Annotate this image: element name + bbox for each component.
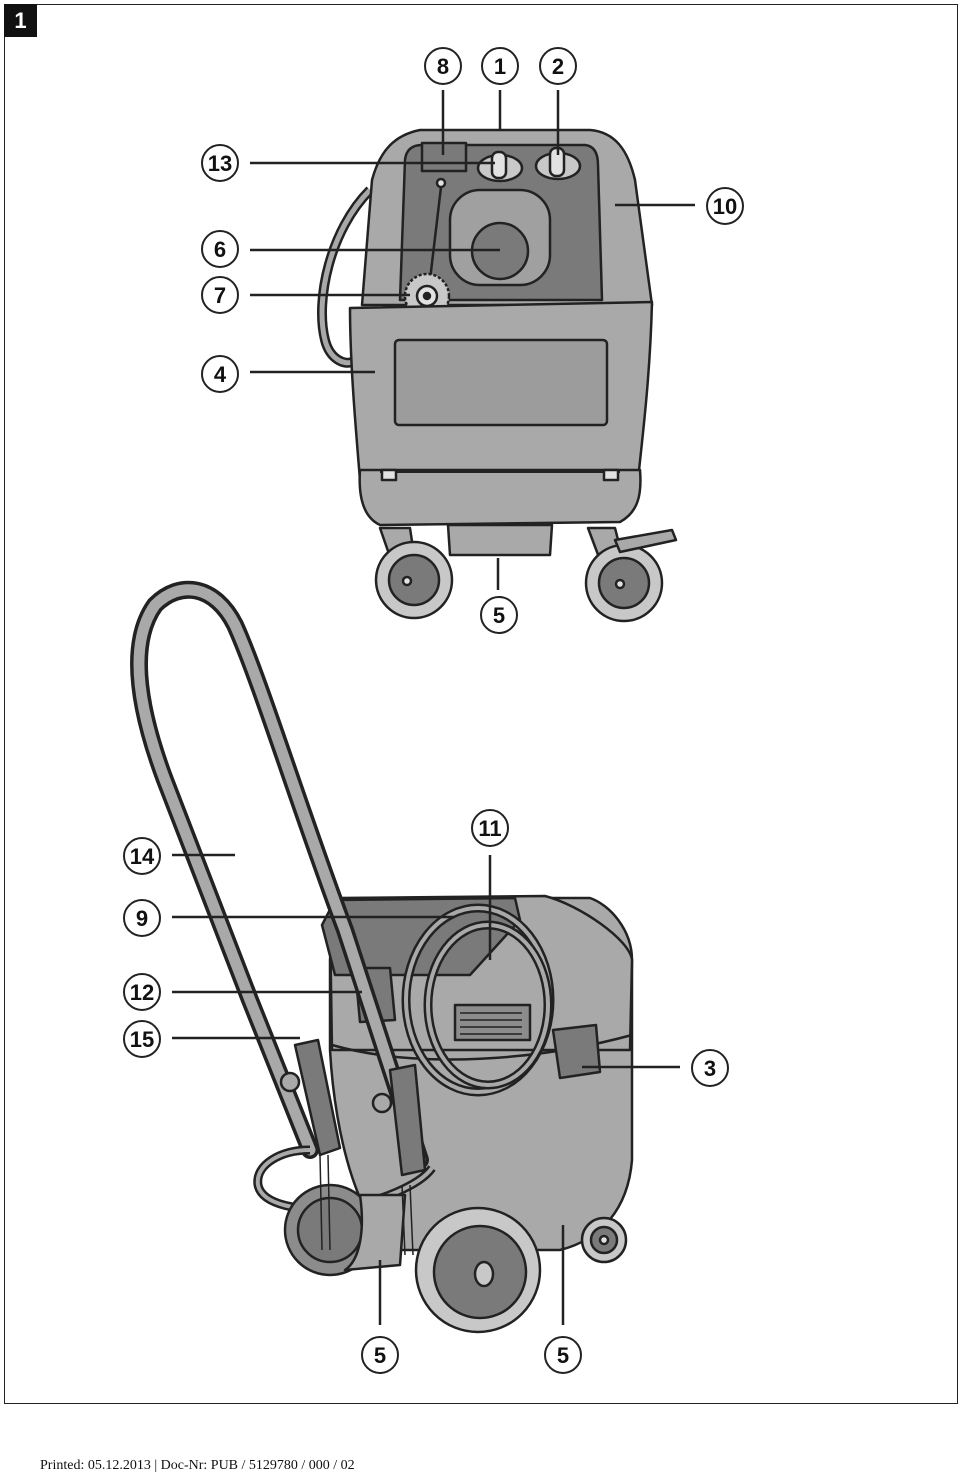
callout-14: 14	[123, 837, 161, 875]
callout-4: 4	[201, 355, 239, 393]
carry-handle-3	[551, 1023, 602, 1080]
svg-text:4: 4	[214, 362, 227, 387]
svg-text:7: 7	[214, 283, 226, 308]
svg-text:13: 13	[208, 151, 232, 176]
svg-text:11: 11	[478, 816, 501, 841]
callout-5-right: 5	[544, 1336, 582, 1374]
svg-text:5: 5	[557, 1343, 569, 1368]
svg-text:15: 15	[130, 1027, 154, 1052]
callout-1: 1	[481, 47, 519, 85]
callout-6: 6	[201, 230, 239, 268]
figure-frame	[4, 4, 958, 1404]
container-window	[393, 338, 609, 427]
print-footer: Printed: 05.12.2013 | Doc-Nr: PUB / 5129…	[40, 1458, 355, 1473]
svg-text:9: 9	[136, 906, 148, 931]
svg-text:12: 12	[130, 980, 154, 1005]
leader-lines	[172, 90, 695, 1325]
callout-2: 2	[539, 47, 577, 85]
svg-text:6: 6	[214, 237, 226, 262]
callout-11: 11	[471, 809, 509, 847]
vacuum-diagram: 8 1 2 13 10 6 7 4 5 14 11 9	[123, 47, 744, 1374]
svg-text:10: 10	[713, 194, 737, 219]
container-base	[358, 468, 642, 527]
figure-number-badge: 1	[4, 4, 37, 37]
callout-13: 13	[201, 144, 239, 182]
vacuum-front-view	[317, 128, 678, 623]
callout-5-top: 5	[480, 596, 518, 634]
callout-5-left: 5	[361, 1336, 399, 1374]
svg-text:5: 5	[374, 1343, 386, 1368]
callout-15: 15	[123, 1020, 161, 1058]
svg-text:14: 14	[130, 844, 155, 869]
brake-pedal	[613, 528, 678, 554]
svg-text:3: 3	[704, 1056, 716, 1081]
callout-12: 12	[123, 973, 161, 1011]
svg-text:8: 8	[437, 54, 449, 79]
vacuum-rear-view	[129, 580, 634, 1334]
callout-7: 7	[201, 276, 239, 314]
callout-9: 9	[123, 899, 161, 937]
svg-text:1: 1	[494, 54, 506, 79]
svg-text:2: 2	[552, 54, 564, 79]
callout-3: 3	[691, 1049, 729, 1087]
svg-text:5: 5	[493, 603, 505, 628]
callout-10: 10	[706, 187, 744, 225]
callout-8: 8	[424, 47, 462, 85]
